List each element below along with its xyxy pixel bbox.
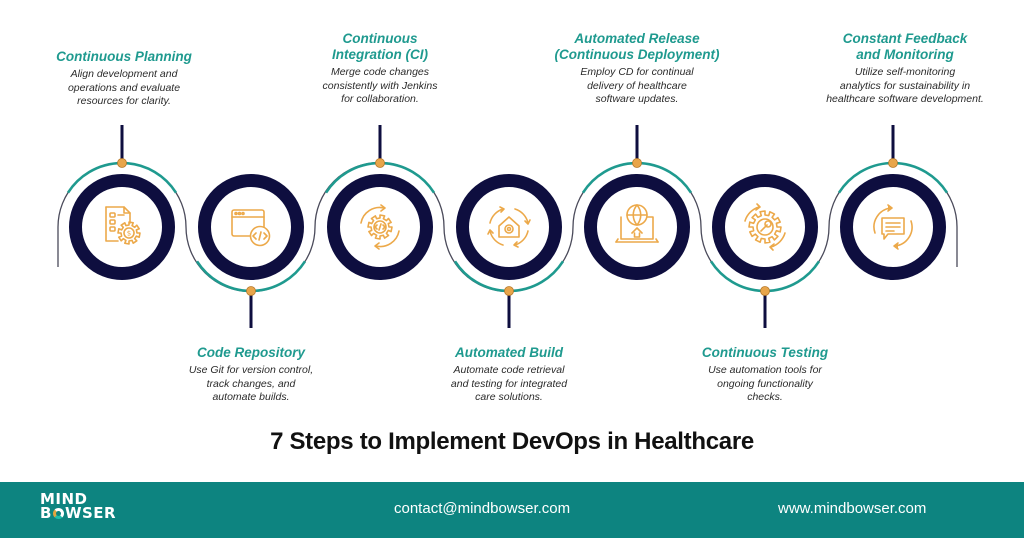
- contact-email-link[interactable]: contact@mindbowser.com: [394, 500, 571, 517]
- step-description: Automate code retrieval and testing for …: [450, 364, 568, 403]
- step-title: Continuous Testing: [701, 345, 829, 360]
- website-link[interactable]: www.mindbowser.com: [778, 500, 927, 517]
- step-description: Merge code changes consistently with Jen…: [322, 66, 438, 105]
- chat-cycle-icon: [873, 204, 913, 250]
- step-5-ring: [584, 174, 690, 280]
- document-gear-dollar-icon: $: [105, 206, 141, 245]
- page-title: 7 Steps to Implement DevOps in Healthcar…: [270, 428, 754, 455]
- step-2-connector-dot: [246, 286, 256, 296]
- step-5-text: Automated Release (Continuous Deployment…: [517, 31, 757, 107]
- step-3-connector-dot: [375, 158, 385, 168]
- logo-line-1: MIND: [40, 490, 88, 508]
- step-description: Utilize self-monitoring analytics for su…: [826, 66, 984, 105]
- step-6-text: Continuous Testing Use automation tools …: [645, 345, 885, 405]
- step-4-text: Automated Build Automate code retrieval …: [389, 345, 629, 405]
- gear-wrench-cycle-icon: [744, 203, 786, 251]
- gear-code-cycle-icon: [360, 204, 400, 250]
- mindbowser-logo[interactable]: MIND B WSER: [40, 490, 117, 522]
- step-1-text: Continuous Planning Align development an…: [4, 49, 244, 109]
- svg-text:$: $: [127, 230, 131, 238]
- step-description: Align development and operations and eva…: [67, 68, 181, 107]
- step-7-connector-dot: [888, 158, 898, 168]
- logo-swirl-icon: [52, 508, 64, 519]
- step-title: Automated Build: [455, 345, 563, 360]
- laptop-globe-upload-icon: [615, 204, 659, 243]
- browser-code-icon: [231, 209, 271, 247]
- wave-connector-line: $: [57, 125, 958, 328]
- logo-letter-b: B: [40, 504, 52, 522]
- step-description: Use Git for version control, track chang…: [188, 364, 314, 403]
- step-3-text: Continuous Integration (CI) Merge code c…: [260, 31, 500, 107]
- step-description: Employ CD for continual delivery of heal…: [580, 66, 694, 105]
- step-6-connector-dot: [760, 286, 770, 296]
- logo-letters-wser: WSER: [64, 504, 117, 522]
- step-1-connector-dot: [117, 158, 127, 168]
- step-title: Code Repository: [196, 345, 305, 360]
- step-2-text: Code Repository Use Git for version cont…: [131, 345, 371, 405]
- step-description: Use automation tools for ongoing functio…: [708, 364, 822, 403]
- step-7-text: Constant Feedback and Monitoring Utilize…: [785, 31, 1024, 107]
- step-title: Constant Feedback and Monitoring: [842, 31, 968, 62]
- step-5-connector-dot: [632, 158, 642, 168]
- house-cycle-icon: [487, 206, 531, 248]
- footer-bar: MIND B WSER contact@mindbowser.com www.mi…: [0, 482, 1024, 538]
- logo-line-2: B WSER: [40, 504, 117, 522]
- step-4-connector-dot: [504, 286, 514, 296]
- step-title: Automated Release (Continuous Deployment…: [554, 31, 720, 62]
- step-title: Continuous Planning: [56, 49, 192, 64]
- devops-steps-diagram: $: [4, 31, 1024, 405]
- step-2-ring: [198, 174, 304, 280]
- step-title: Continuous Integration (CI): [332, 31, 428, 62]
